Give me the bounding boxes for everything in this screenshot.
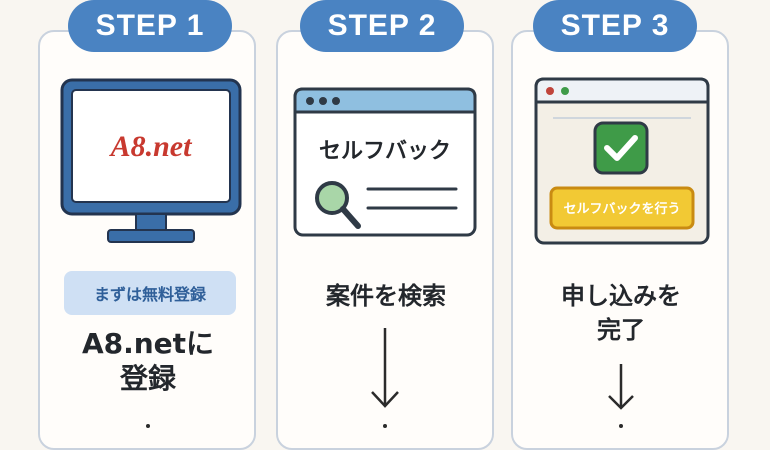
a8-logo-text: A8.net <box>109 130 194 163</box>
step-2-badge: STEP 2 <box>300 0 464 52</box>
step-1-caption: A8.netに 登録 <box>48 326 248 396</box>
free-register-button[interactable]: まずは無料登録 <box>64 271 236 315</box>
step-3-badge: STEP 3 <box>533 0 697 52</box>
browser-window-icon: セルフバックを行う <box>534 77 710 245</box>
window-title-text: セルフバック <box>319 139 451 164</box>
step-2-dot <box>383 424 387 428</box>
step-2-caption-line: 案件を検索 <box>326 282 446 310</box>
browser-window-icon: セルフバック <box>293 87 477 237</box>
step-3-caption-line: 完了 <box>597 315 645 344</box>
down-arrow-icon <box>608 364 634 410</box>
step-2-caption: 案件を検索 <box>286 280 486 314</box>
down-arrow-icon <box>371 328 399 408</box>
step-1-caption-line: 登録 <box>119 362 176 395</box>
monitor-icon: A8.net <box>60 78 242 243</box>
checkmark-icon <box>593 121 649 175</box>
step-3-caption: 申し込みを 完了 <box>521 280 721 347</box>
step-1-caption-line: A8.netに <box>81 327 215 360</box>
step-1-dot <box>146 424 150 428</box>
step-3-dot <box>619 424 623 428</box>
magnifier-icon <box>315 181 361 229</box>
selfback-action-button[interactable]: セルフバックを行う <box>563 201 680 217</box>
step-3-caption-line: 申し込みを <box>561 282 681 310</box>
step-1-badge: STEP 1 <box>68 0 232 52</box>
